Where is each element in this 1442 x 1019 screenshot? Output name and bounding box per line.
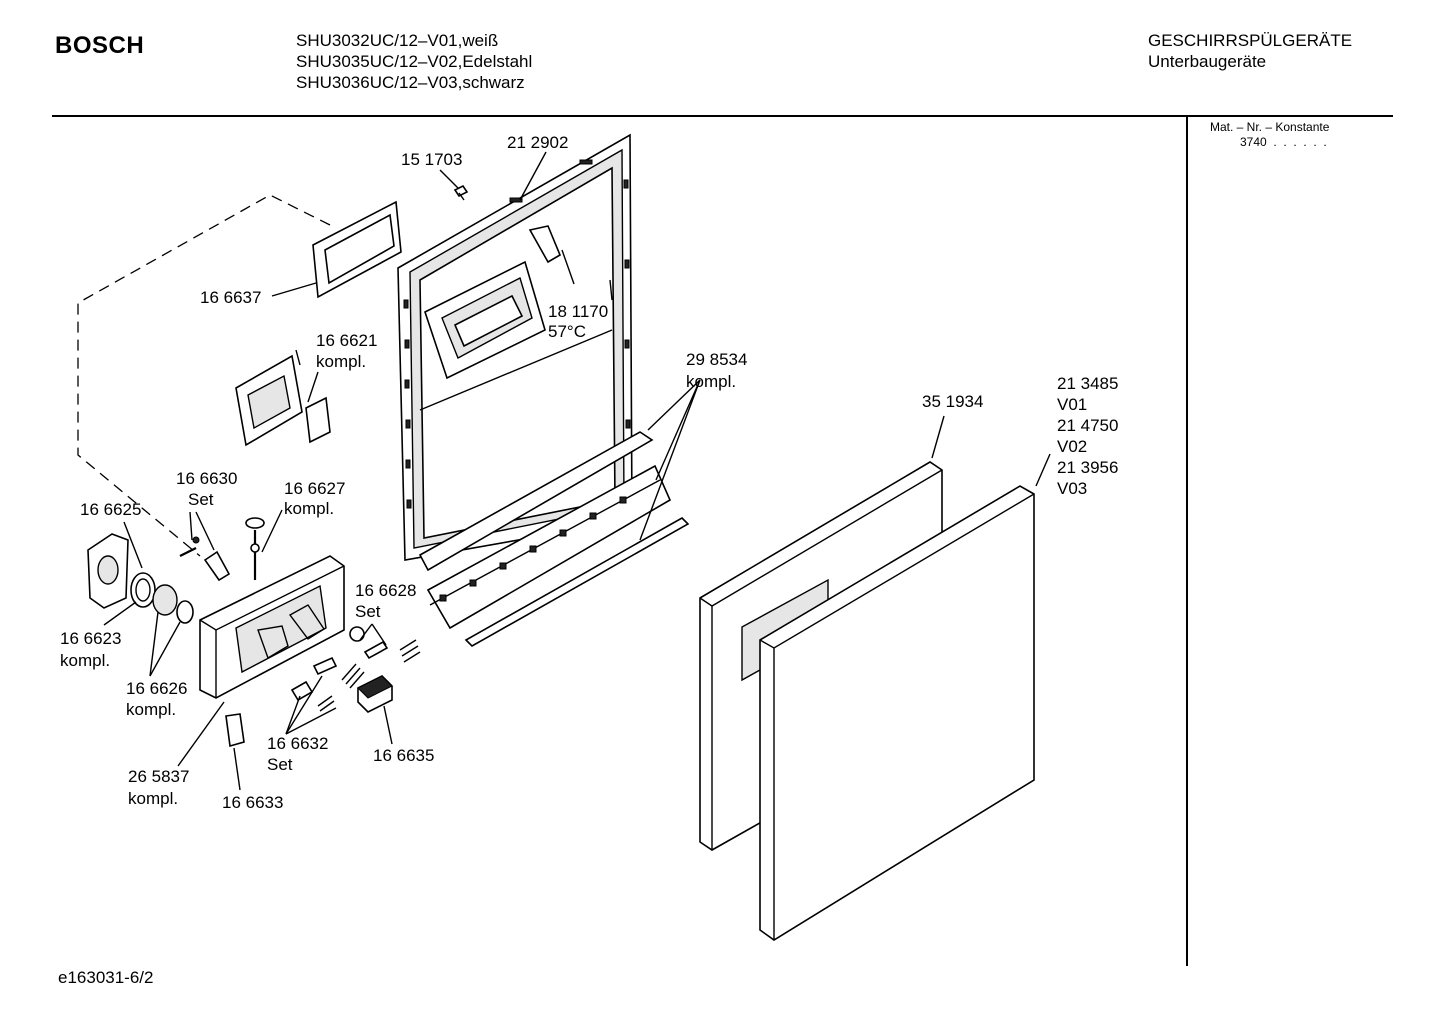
mat-nr-value: 3740 . . . . . .: [1240, 135, 1327, 149]
label-166623: 16 6623: [60, 629, 122, 648]
label-166625: 16 6625: [80, 500, 142, 519]
label-213956-variant: V03: [1057, 479, 1088, 498]
label-166632-sub: Set: [267, 755, 293, 774]
sidebar-divider: [1186, 116, 1188, 966]
part-166626-bushing: [152, 584, 194, 624]
part-166635-relay: [357, 675, 393, 713]
part-298534-trim: [418, 431, 690, 647]
category-title: GESCHIRRSPÜLGERÄTE: [1148, 31, 1353, 50]
label-213485-variant: V01: [1057, 395, 1088, 414]
part-166625-housing: [87, 533, 129, 609]
label-166628: 16 6628: [355, 581, 417, 600]
label-213485: 21 3485: [1057, 374, 1119, 393]
brand-logo: BOSCH: [55, 32, 145, 59]
label-166623-sub: kompl.: [60, 651, 111, 670]
category-subtitle: Unterbaugeräte: [1148, 52, 1267, 71]
label-166633: 16 6633: [222, 793, 284, 812]
part-166628-set: [349, 626, 421, 663]
diagram-id: e163031-6/2: [58, 968, 154, 987]
model-line-1: SHU3032UC/12–V01,weiß: [296, 31, 499, 50]
part-166632-set: [290, 656, 365, 712]
label-166621-sub: kompl.: [316, 352, 367, 371]
header-rule: [52, 115, 1393, 117]
part-166623-seal: [130, 572, 156, 608]
label-166628-sub: Set: [355, 602, 381, 621]
assembly-dashed-outline: [77, 194, 331, 557]
part-213485-front-panel: [759, 485, 1035, 941]
label-181170-temp: 57°C: [548, 322, 586, 341]
part-166633-clip: [225, 713, 245, 748]
label-166627-sub: kompl.: [284, 499, 335, 518]
part-212902-inner-door: [397, 133, 633, 561]
label-166630-sub: Set: [188, 490, 214, 509]
part-166627-valve: [245, 517, 265, 580]
label-265837-sub: kompl.: [128, 789, 179, 808]
label-166626: 16 6626: [126, 679, 188, 698]
leader-lines: [103, 151, 1051, 791]
label-166632: 16 6632: [267, 734, 329, 753]
label-214750-variant: V02: [1057, 437, 1088, 456]
label-166630: 16 6630: [176, 469, 238, 488]
model-list: SHU3032UC/12–V01,weiß SHU3035UC/12–V02,E…: [296, 30, 532, 93]
part-166621-filter: [235, 354, 331, 447]
part-166637-frame: [312, 200, 402, 299]
label-265837: 26 5837: [128, 767, 190, 786]
model-line-2: SHU3035UC/12–V02,Edelstahl: [296, 52, 533, 71]
label-213956: 21 3956: [1057, 458, 1119, 477]
category-block: GESCHIRRSPÜLGERÄTE Unterbaugeräte: [1148, 30, 1352, 72]
label-298534: 29 8534: [686, 350, 748, 369]
model-line-3: SHU3036UC/12–V03,schwarz: [296, 73, 525, 92]
label-351934: 35 1934: [922, 392, 984, 411]
label-166621: 16 6621: [316, 331, 378, 350]
label-212902: 21 2902: [507, 133, 569, 152]
label-214750: 21 4750: [1057, 416, 1119, 435]
label-151703: 15 1703: [401, 150, 463, 169]
label-298534-sub: kompl.: [686, 372, 737, 391]
label-166635: 16 6635: [373, 746, 435, 765]
part-151703-screw: [453, 184, 469, 201]
label-181170: 18 1170: [548, 302, 609, 321]
part-166630-set: [179, 536, 231, 582]
mat-nr-header: Mat. – Nr. – Konstante: [1210, 120, 1330, 134]
label-166626-sub: kompl.: [126, 700, 177, 719]
label-166637: 16 6637: [200, 288, 262, 307]
label-166627: 16 6627: [284, 479, 346, 498]
part-265837-dispenser: [199, 555, 345, 699]
